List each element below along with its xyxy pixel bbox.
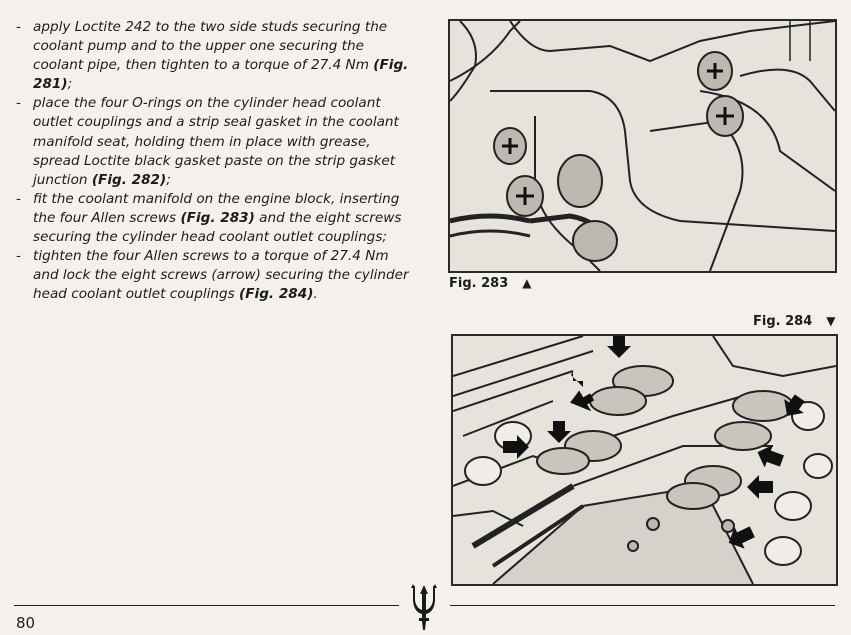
instruction-text: ; <box>67 76 73 93</box>
instruction-text: fit the coolant manifold on the engine b… <box>33 190 400 226</box>
footer-rule-right <box>450 605 835 607</box>
instruction-item: -fit the coolant manifold on the engine … <box>14 190 414 247</box>
footer-rule-left <box>14 605 399 607</box>
instruction-item: -place the four O-rings on the cylinder … <box>14 94 414 189</box>
instruction-text: . <box>313 286 318 303</box>
figure-284-photo <box>451 334 838 586</box>
instruction-list: -apply Loctite 242 to the two side studs… <box>14 18 414 304</box>
figure-reference: (Fig. 284) <box>239 286 314 303</box>
instruction-text: tighten the four Allen screws to a torqu… <box>33 248 409 303</box>
down-triangle-icon: ▼ <box>826 314 836 328</box>
list-dash: - <box>16 248 21 265</box>
up-triangle-icon: ▲ <box>522 276 532 290</box>
figure-283-caption: Fig. 283▲ <box>449 276 532 291</box>
instruction-text: place the four O-rings on the cylinder h… <box>33 95 399 188</box>
figure-reference: (Fig. 283) <box>180 209 255 226</box>
page-number: 80 <box>16 614 36 632</box>
list-dash: - <box>16 95 21 112</box>
figure-reference: (Fig. 281) <box>33 57 409 93</box>
list-dash: - <box>16 190 21 207</box>
instruction-item: -apply Loctite 242 to the two side studs… <box>14 18 414 94</box>
instruction-text: and the eight screws securing the cylind… <box>33 209 402 246</box>
instruction-text: apply Loctite 242 to the two side studs … <box>33 19 388 74</box>
list-dash: - <box>16 19 21 35</box>
instruction-text: ; <box>166 171 171 188</box>
figure-283-photo <box>448 19 837 273</box>
instruction-item: -tighten the four Allen screws to a torq… <box>14 247 414 304</box>
trident-logo-icon <box>411 584 437 630</box>
figure-284-caption: Fig. 284▼ <box>753 314 836 329</box>
figure-reference: (Fig. 282) <box>91 171 167 188</box>
